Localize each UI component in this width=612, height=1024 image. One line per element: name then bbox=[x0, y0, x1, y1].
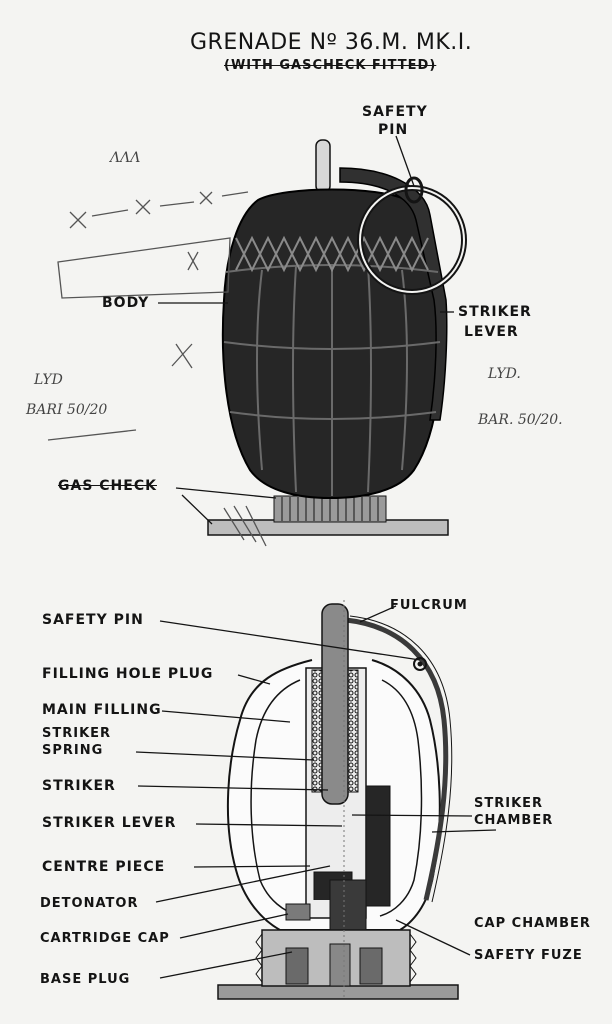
label-safety-pin-upper-2: PIN bbox=[378, 122, 409, 138]
note-right-lyd: LYD. bbox=[488, 366, 521, 382]
label-cap-chamber: CAP CHAMBER bbox=[474, 916, 591, 931]
note-initials: ΛΛΛ bbox=[110, 150, 141, 166]
note-right-date: BAR. 50/20. bbox=[478, 412, 563, 428]
upper-leaders bbox=[158, 135, 454, 525]
label-fulcrum: FULCRUM bbox=[390, 598, 468, 613]
diagram-title: GRENADE Nº 36.M. MK.I. bbox=[190, 30, 473, 55]
label-body: BODY bbox=[102, 295, 150, 311]
label-striker: STRIKER bbox=[42, 778, 116, 794]
label-main-filling: MAIN FILLING bbox=[42, 702, 162, 718]
label-striker-lever: STRIKER LEVER bbox=[42, 815, 177, 831]
label-gas-check: GAS CHECK bbox=[58, 478, 157, 494]
label-striker-spring-1: STRIKER bbox=[42, 726, 112, 741]
section-leaders bbox=[135, 605, 497, 979]
label-striker-chamber-1: STRIKER bbox=[474, 796, 544, 811]
label-safety-fuze: SAFETY FUZE bbox=[474, 948, 583, 963]
note-left-date: BARI 50/20 bbox=[26, 402, 108, 418]
label-striker-lever-upper-2: LEVER bbox=[464, 324, 519, 340]
label-cartridge-cap: CARTRIDGE CAP bbox=[40, 931, 170, 946]
label-safety-pin: SAFETY PIN bbox=[42, 612, 144, 628]
pencil-scribbles bbox=[47, 191, 267, 547]
label-striker-spring-2: SPRING bbox=[42, 743, 104, 758]
grenade-section-view bbox=[217, 600, 459, 1000]
label-centre-piece: CENTRE PIECE bbox=[42, 859, 166, 875]
label-safety-pin-upper-1: SAFETY bbox=[362, 104, 428, 120]
fuze-stub bbox=[315, 139, 331, 193]
label-striker-chamber-2: CHAMBER bbox=[474, 813, 554, 828]
label-filling-hole-plug: FILLING HOLE PLUG bbox=[42, 666, 214, 682]
note-left-lyd: LYD bbox=[34, 372, 63, 388]
label-detonator: DETONATOR bbox=[40, 896, 139, 911]
diagram-subtitle: (WITH GASCHECK FITTED) bbox=[224, 58, 437, 73]
striker-lever-external bbox=[339, 167, 448, 421]
label-base-plug: BASE PLUG bbox=[40, 972, 131, 987]
label-striker-lever-upper-1: STRIKER bbox=[458, 304, 532, 320]
grenade-external-view bbox=[207, 139, 467, 536]
